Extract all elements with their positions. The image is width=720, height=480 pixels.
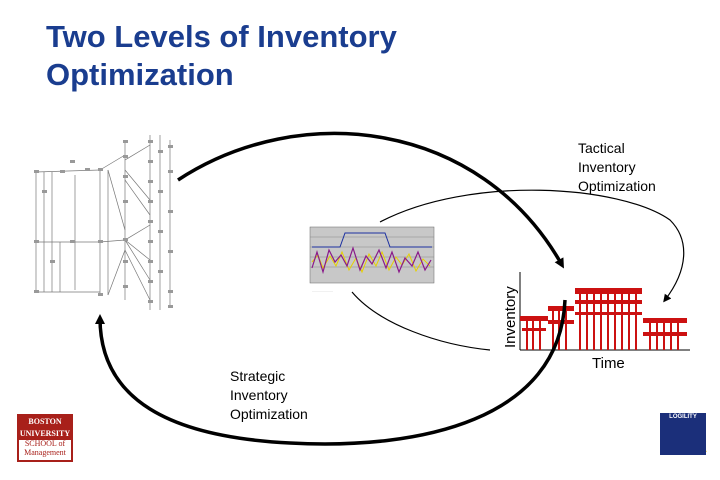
- strategic-label-line-3: Optimization: [230, 406, 308, 422]
- title-line-1: Two Levels of Inventory: [46, 19, 397, 54]
- tactical-label-line-1: Tactical: [578, 140, 625, 156]
- logility-logo-text: LOGILITY: [669, 414, 697, 420]
- time-axis-label: Time: [592, 355, 625, 372]
- bu-logo-line-3: SCHOOL of: [24, 439, 66, 448]
- tactical-arrow-bottom: [351, 291, 491, 351]
- bu-logo-line-2: UNIVERSITY: [18, 427, 72, 440]
- strategic-label-line-1: Strategic: [230, 368, 286, 384]
- tactical-label: Tactical Inventory Optimization: [578, 139, 656, 196]
- inventory-bars: [520, 288, 687, 336]
- boston-university-logo: BOSTON UNIVERSITY SCHOOL of Management: [17, 414, 73, 462]
- title-line-2: Optimization: [46, 57, 234, 92]
- strategic-arrow-top: [177, 131, 564, 269]
- time-series-chart: ·····················: [309, 226, 435, 293]
- inventory-bar-stems: [526, 294, 679, 350]
- strategic-label-line-2: Inventory: [230, 387, 288, 403]
- supply-network-diagram: [34, 135, 173, 310]
- strategic-label: Strategic Inventory Optimization: [230, 367, 308, 424]
- inventory-axis-label: Inventory: [502, 286, 519, 348]
- inventory-chart: Inventory Time: [502, 272, 690, 372]
- tactical-label-line-3: Optimization: [578, 178, 656, 194]
- tactical-arrow-top: [379, 189, 685, 303]
- tactical-label-line-2: Inventory: [578, 159, 636, 175]
- logility-logo: LOGILITY: [660, 413, 706, 455]
- strategic-arrow-bottom: [95, 299, 567, 446]
- bu-logo-line-1: BOSTON: [18, 415, 72, 428]
- chart-tick-labels: ·····················: [312, 289, 333, 293]
- slide-title: Two Levels of Inventory Optimization: [46, 18, 397, 94]
- bu-logo-line-4: Management: [24, 448, 66, 457]
